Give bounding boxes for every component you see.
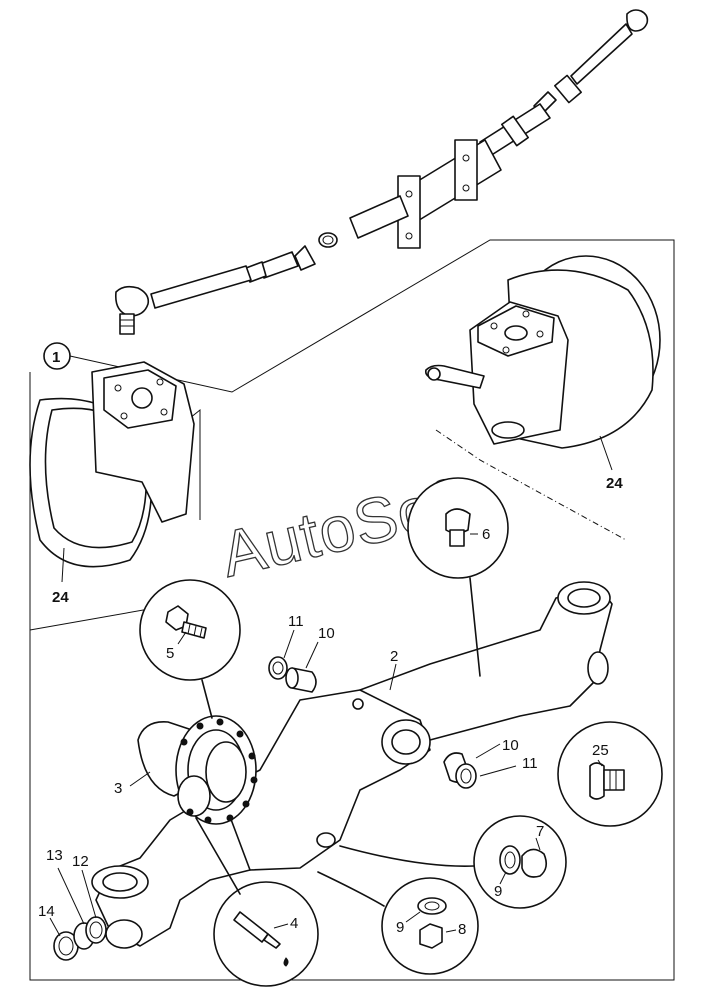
axle-end-seals: 13 12 14 [38,847,107,961]
assembly-group-border: 1 [29,239,675,981]
detail-circle-6: 6 [407,477,509,677]
callout-9-right: 9 [494,883,502,900]
callout-6: 6 [482,526,490,543]
callout-24-left: 24 [52,589,69,606]
pivot-bushing-right-set: 10 11 [443,737,538,789]
callout-3: 3 [114,780,122,797]
callout-8: 8 [458,921,466,938]
callout-24-right: 24 [606,475,623,492]
detail-circle-5: 5 [139,579,241,719]
detail-circle-25: 25 [557,721,663,827]
pivot-bushing-left-set: 11 10 [268,613,335,693]
callout-10-lower: 10 [502,737,519,754]
callout-25: 25 [592,742,609,759]
left-hub-assembly: 24 [29,361,195,606]
steering-track-rod [114,9,649,335]
differential-flange: 3 [114,715,258,825]
callout-5: 5 [166,645,174,662]
group-label-circle [43,342,71,370]
callout-14: 14 [38,903,55,920]
axle-beam [91,581,613,949]
detail-circle-4: 4 [195,817,319,987]
callout-13: 13 [46,847,63,864]
callout-10-upper: 10 [318,625,335,642]
callout-11-upper: 11 [288,613,304,630]
callout-7: 7 [536,823,544,840]
detail-circle-7-9: 7 9 [339,815,567,909]
callout-9-bottom: 9 [396,919,404,936]
right-hub-assembly: 24 [424,255,661,492]
callout-4: 4 [290,915,298,932]
detail-circle-8-9: 9 8 [317,871,479,975]
group-label: 1 [52,349,60,366]
callout-11-lower: 11 [522,755,538,772]
callout-2: 2 [390,648,398,665]
callout-12: 12 [72,853,89,870]
